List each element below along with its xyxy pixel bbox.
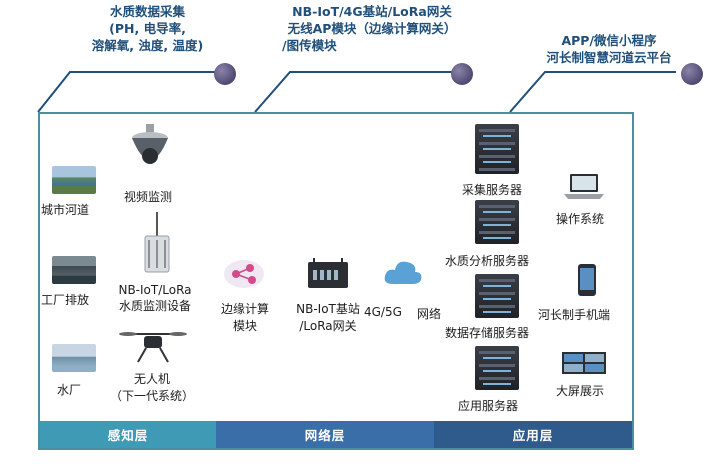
client-os-label: 操作系统 (556, 212, 605, 226)
server-collection-label: 采集服务器 (462, 183, 523, 197)
band-perception: 感知层 (40, 421, 216, 448)
callout-left-line: (PH, 电导率, (109, 21, 186, 36)
phone-icon (578, 264, 596, 296)
edge-module-line: 边缘计算 (220, 302, 269, 316)
source-city-river: 城市河道 (41, 203, 90, 217)
callout-dot-right (681, 63, 703, 85)
architecture-frame (38, 112, 634, 450)
drone-icon (119, 332, 187, 363)
device-drone-line: （下一代系统） (109, 389, 194, 403)
callout-left-line: 溶解氧, 浊度, 温度) (91, 38, 204, 53)
source-waterworks: 水厂 (57, 383, 82, 397)
callout-middle-line: 无线AP模块（边缘计算网关） (287, 21, 457, 36)
big-screen-icon (562, 352, 606, 374)
device-drone-line: 无人机 (133, 372, 170, 386)
camera-icon (132, 124, 168, 164)
device-drone-label: 无人机 （下一代系统） (100, 370, 204, 404)
link-4g5g-label: 4G/5G (364, 305, 402, 319)
laptop-icon (564, 174, 604, 199)
edge-computing-icon (224, 260, 264, 288)
callout-dot-left (214, 63, 236, 85)
factory-image (52, 256, 96, 284)
band-network: 网络层 (216, 421, 434, 448)
network-label: 网络 (417, 307, 442, 321)
city-river-image (52, 166, 96, 194)
callout-right-line: APP/微信小程序 (561, 33, 657, 48)
analysis-server-icon (475, 200, 519, 244)
device-sensor-line: NB-IoT/LoRa (118, 283, 192, 297)
callout-left-line: 水质数据采集 (109, 4, 185, 19)
device-video-label: 视频监测 (124, 190, 173, 204)
callout-middle-line: NB-IoT/4G基站/LoRa网关 (292, 4, 452, 19)
edge-module-label: 边缘计算 模块 (210, 300, 280, 334)
server-application-label: 应用服务器 (458, 399, 519, 413)
gateway-line: /LoRa网关 (299, 319, 357, 333)
gateway-icon (308, 258, 348, 288)
edge-module-line: 模块 (232, 319, 257, 333)
callout-left: 水质数据采集 (PH, 电导率, 溶解氧, 浊度, 温度) (70, 3, 225, 54)
waterworks-image (52, 344, 96, 372)
server-storage-label: 数据存储服务器 (445, 326, 530, 340)
server-analysis-label: 水质分析服务器 (445, 254, 530, 268)
client-mobile-label: 河长制手机端 (538, 308, 611, 322)
gateway-line: NB-IoT基站 (296, 302, 360, 316)
cloud-icon (384, 261, 422, 284)
source-factory: 工厂排放 (41, 293, 90, 307)
client-bigscreen-label: 大屏展示 (556, 384, 605, 398)
callout-right-line: 河长制智慧河道云平台 (546, 50, 672, 65)
collection-server-icon (475, 124, 519, 174)
callout-middle-line: /图传模块 (282, 38, 337, 53)
device-sensor-label: NB-IoT/LoRa 水质监测设备 (103, 283, 207, 314)
device-sensor-line: 水质监测设备 (118, 299, 191, 313)
callout-dot-middle (451, 63, 473, 85)
gateway-label: NB-IoT基站 /LoRa网关 (280, 300, 376, 334)
band-application: 应用层 (434, 421, 632, 448)
water-sensor-icon (144, 212, 170, 273)
callout-middle: NB-IoT/4G基站/LoRa网关 无线AP模块（边缘计算网关） /图传模块 (282, 3, 462, 54)
storage-server-icon (475, 274, 519, 318)
application-server-icon (475, 346, 519, 390)
callout-right: APP/微信小程序 河长制智慧河道云平台 (524, 32, 694, 66)
